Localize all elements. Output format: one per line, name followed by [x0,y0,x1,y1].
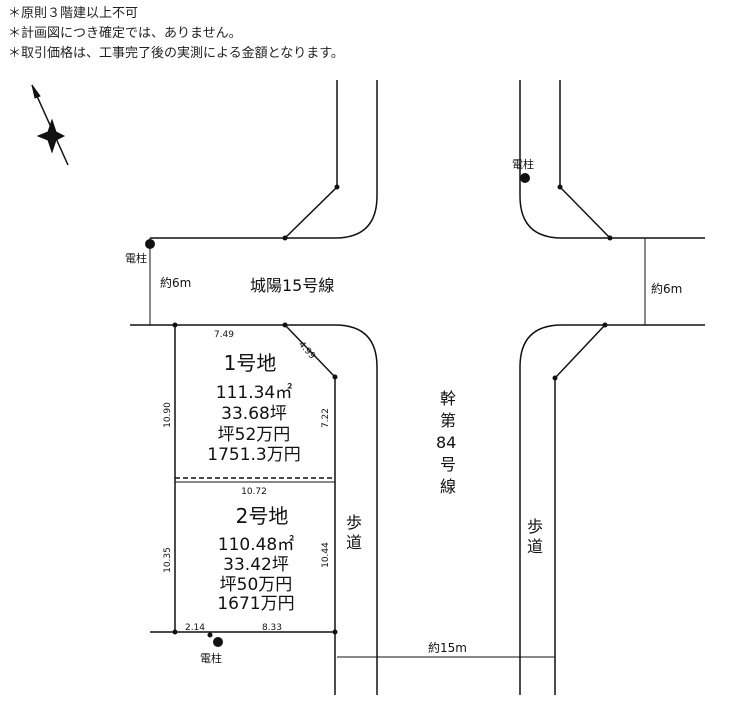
lot1-dim-corner: 4.99 [296,340,317,362]
main-road-char: 幹 [440,389,456,408]
sidewalk-char: 歩 [527,517,543,536]
sidewalk-right: 歩 道 [527,517,543,556]
lot2-dim-left: 10.35 [163,547,173,573]
lot2-dim-bottom-a: 2.14 [185,623,205,633]
lot2-name: 2号地 [236,504,289,528]
lot1-unit-price: 坪52万円 [218,425,291,445]
east-road-width: 約6m [651,281,682,296]
lot2-dim-right: 10.44 [321,542,331,568]
main-road-char: 84 [436,433,456,452]
lot-1: 1号地 111.34㎡ 33.68坪 坪52万円 1751.3万円 7.49 4… [163,330,331,465]
pole-label-1: 電柱 [125,251,147,265]
lot2-dim-top: 10.72 [241,487,267,497]
main-road-char: 線 [440,477,456,496]
main-road-width: 約15m [428,640,467,655]
lot1-dim-right: 7.22 [321,408,331,428]
survey-points [172,184,613,638]
lot2-price: 1671万円 [217,594,294,614]
note-3: ＊取引価格は、工事完了後の実測による金額となります。 [8,46,344,61]
compass-icon [31,84,69,166]
main-road-char: 第 [440,411,456,430]
main-road-name: 幹 第 84 号 線 [436,389,456,496]
sidewalk-char: 歩 [346,513,362,532]
lot1-name: 1号地 [224,351,277,375]
sidewalk-char: 道 [346,533,362,552]
west-road-width: 約6m [160,275,191,290]
lot1-price: 1751.3万円 [207,445,300,465]
dimension-lines [149,237,705,658]
lot2-area-m2: 110.48㎡ [218,535,294,555]
sidewalk-left: 歩 道 [346,513,362,552]
lot1-area-m2: 111.34㎡ [216,383,292,403]
lot-2: 2号地 110.48㎡ 33.42坪 坪50万円 1671万円 10.72 10… [163,487,331,633]
lot1-dim-top: 7.49 [214,330,234,340]
note-2: ＊計画図につき確定では、ありません。 [8,26,242,41]
pole-label-3: 電柱 [200,651,222,665]
lot1-area-tsubo: 33.68坪 [221,404,287,424]
lot2-unit-price: 坪50万円 [220,575,293,595]
sidewalk-char: 道 [527,537,543,556]
utility-pole-icons [145,173,530,647]
lot2-dim-bottom-b: 8.33 [262,623,282,633]
note-1: ＊原則３階建以上不可 [8,6,139,21]
pole-label-2: 電柱 [512,157,534,171]
notes: ＊原則３階建以上不可 ＊計画図につき確定では、ありません。 ＊取引価格は、工事完… [8,4,344,64]
lot1-dim-left: 10.90 [163,402,173,428]
main-road-char: 号 [440,455,456,474]
lot2-area-tsubo: 33.42坪 [223,555,289,575]
west-road-name: 城陽15号線 [250,276,334,295]
